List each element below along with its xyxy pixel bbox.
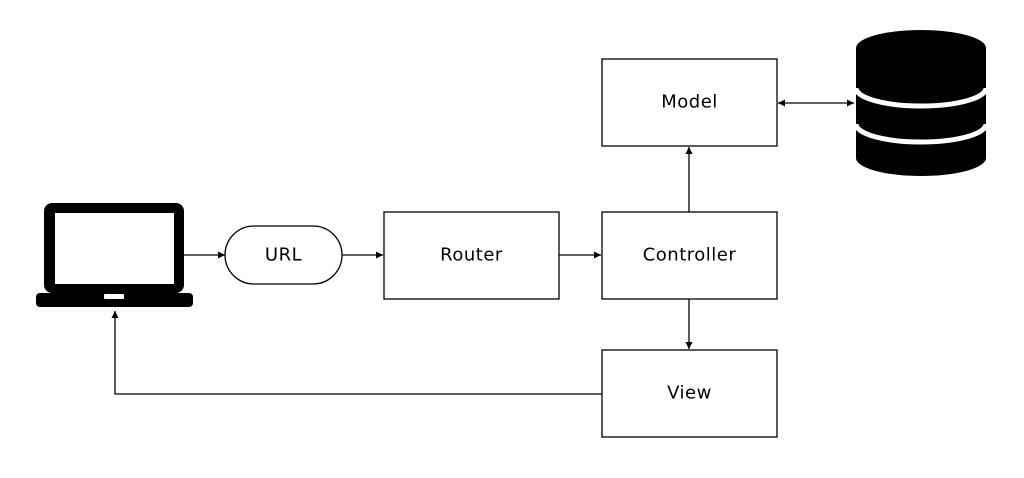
url-node: URL [224, 225, 343, 285]
controller-node: Controller [601, 211, 778, 300]
model-node-label: Model [661, 92, 718, 113]
view-node: View [601, 349, 778, 438]
controller-node-label: Controller [643, 245, 737, 266]
laptop-icon [36, 203, 193, 307]
url-node-label: URL [265, 245, 302, 266]
database-icon [853, 30, 989, 176]
router-node: Router [383, 211, 560, 300]
view-node-label: View [667, 383, 712, 404]
model-node: Model [601, 58, 778, 147]
router-node-label: Router [440, 245, 503, 266]
edge-view-to-laptop [111, 311, 602, 395]
